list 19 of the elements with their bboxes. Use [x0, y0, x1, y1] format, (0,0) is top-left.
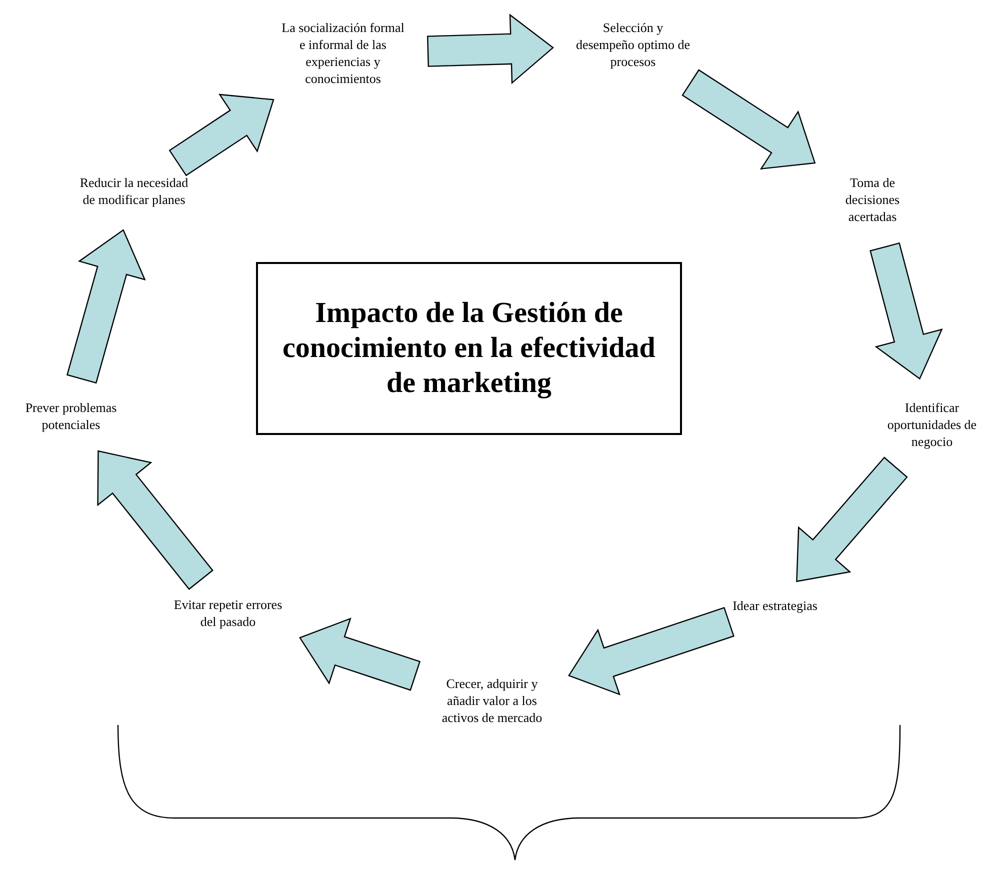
block-arrow	[97, 450, 214, 590]
cycle-text: Idear estrategias	[712, 598, 838, 615]
block-arrow	[682, 69, 816, 170]
cycle-text: Identificar oportunidades de negocio	[878, 400, 986, 451]
cycle-text: Crecer, adquirir y añadir valor a los activos de mercado	[436, 676, 548, 727]
title-box: Impacto de la Gestión de conocimiento en la efectividad de marketing	[256, 262, 682, 435]
block-arrow	[568, 606, 734, 696]
cycle-text: Evitar repetir errores del pasado	[170, 597, 286, 631]
block-arrow	[299, 618, 421, 691]
block-arrow	[796, 456, 908, 582]
block-arrow	[870, 242, 943, 380]
block-arrow	[168, 94, 274, 176]
cycle-text: Prever problemas potenciales	[6, 400, 136, 434]
cycle-text: Reducir la necesidad de modificar planes	[78, 175, 190, 209]
cycle-text: La socialización formal e informal de las experiencias y conocimientos	[280, 20, 406, 88]
block-arrow	[426, 14, 554, 84]
cycle-text: Selección y desempeño optimo de procesos	[575, 20, 691, 71]
cycle-text: Toma de decisiones acertadas	[825, 175, 920, 226]
block-arrow	[66, 229, 146, 384]
